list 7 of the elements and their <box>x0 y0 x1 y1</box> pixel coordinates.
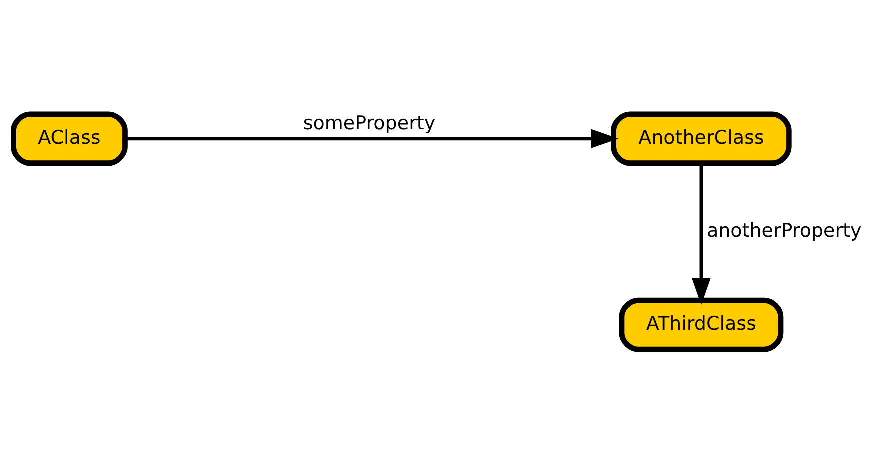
arrow <box>126 128 619 148</box>
node-box: AThirdClass <box>619 297 784 352</box>
node-box: AnotherClass <box>611 111 792 166</box>
arrow <box>692 163 711 305</box>
edge-label: anotherProperty <box>706 220 862 242</box>
edge-label: someProperty <box>303 112 436 134</box>
node-box: AClass <box>11 111 128 166</box>
